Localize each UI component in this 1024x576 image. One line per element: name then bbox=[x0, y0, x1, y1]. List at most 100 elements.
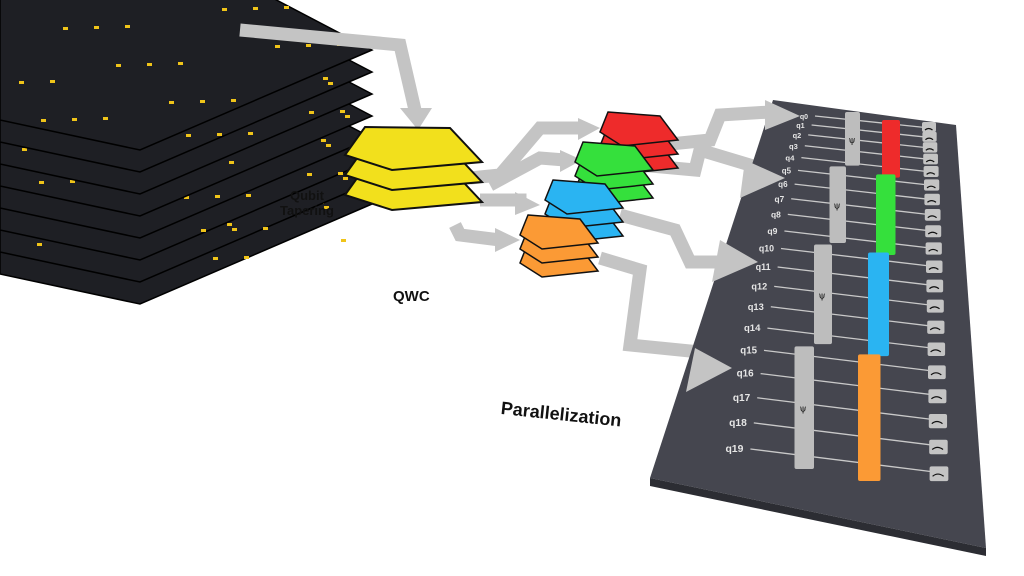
measurement-icon bbox=[931, 446, 944, 450]
psi-gate-label: ψ bbox=[799, 405, 806, 415]
psi-gate-label: ψ bbox=[848, 136, 855, 146]
qubit-dot bbox=[41, 119, 46, 122]
measurement-box bbox=[927, 320, 945, 334]
measurement-icon bbox=[928, 248, 939, 252]
arrow-qwc-1 bbox=[469, 121, 585, 185]
measurement-icon bbox=[925, 159, 935, 163]
qubit-dot bbox=[116, 64, 121, 67]
qubit-label: q6 bbox=[778, 180, 788, 189]
qubit-dot bbox=[227, 223, 232, 226]
qubit-label: q4 bbox=[785, 154, 795, 163]
qubit-label: q0 bbox=[800, 114, 808, 121]
qubit-dot bbox=[201, 229, 206, 232]
qubit-wire bbox=[804, 145, 932, 161]
qubit-label: q7 bbox=[775, 195, 785, 204]
psi-gate-label: ψ bbox=[818, 291, 825, 301]
qubit-wire bbox=[760, 372, 937, 396]
measurement-icon bbox=[925, 137, 934, 141]
qwc-layer-green bbox=[574, 141, 655, 177]
qubit-dot bbox=[125, 25, 130, 28]
measurement-icon bbox=[927, 199, 937, 203]
measurement-box bbox=[922, 142, 938, 153]
qubit-dot bbox=[169, 101, 174, 104]
qwc-layer-red bbox=[599, 111, 680, 147]
qubit-wire bbox=[763, 349, 937, 373]
arrow-head bbox=[578, 118, 600, 140]
qubit-dot bbox=[343, 177, 348, 180]
qubit-dot bbox=[213, 257, 218, 260]
measurement-icon bbox=[930, 349, 942, 353]
qubit-wire bbox=[797, 169, 933, 187]
qubit-dot bbox=[324, 206, 329, 209]
arrow-head-q0 bbox=[765, 100, 800, 130]
qubit-wire bbox=[770, 306, 936, 328]
tapering-line2: Tapering bbox=[280, 203, 334, 218]
qubit-label: q10 bbox=[759, 244, 774, 254]
qubit-dot bbox=[338, 172, 343, 175]
measurement-box bbox=[923, 166, 939, 177]
qubit-dot bbox=[248, 132, 253, 135]
state-prep-gate-red bbox=[845, 112, 860, 166]
qubit-tapering-label: Qubit Tapering bbox=[280, 188, 334, 218]
qubit-label: q5 bbox=[782, 166, 792, 175]
qubit-dot bbox=[22, 148, 27, 151]
qubit-wire bbox=[753, 422, 938, 447]
arrow-qwc-4 bbox=[449, 222, 501, 247]
qubit-wire bbox=[787, 213, 934, 232]
qubit-dot bbox=[200, 100, 205, 103]
state-prep-gate-green bbox=[829, 166, 846, 243]
qubit-dot bbox=[94, 26, 99, 29]
qubit-wire bbox=[767, 327, 936, 350]
measurement-icon bbox=[926, 185, 936, 189]
arrow-par-1 bbox=[659, 105, 771, 152]
measurement-box bbox=[924, 179, 940, 191]
qubit-dot bbox=[147, 63, 152, 66]
qubit-dot bbox=[246, 194, 251, 197]
qubit-dot bbox=[244, 256, 249, 259]
tapered-layer bbox=[343, 125, 485, 172]
qubit-label: q15 bbox=[740, 345, 757, 356]
qubit-dot bbox=[63, 27, 68, 30]
circuit-board-edge bbox=[650, 478, 986, 556]
qubit-dot bbox=[231, 99, 236, 102]
qubit-dot bbox=[103, 117, 108, 120]
measurement-basis-bar-green bbox=[876, 174, 896, 255]
qubit-label: q18 bbox=[729, 418, 747, 429]
arrow-to-tapering bbox=[239, 23, 422, 112]
measurement-basis-bar-orange bbox=[858, 354, 881, 481]
qubit-label: q3 bbox=[789, 142, 798, 151]
qubit-dot bbox=[340, 110, 345, 113]
qubit-wire bbox=[750, 448, 938, 474]
qubit-dot bbox=[309, 111, 314, 114]
qubit-label: q17 bbox=[733, 393, 751, 404]
qubit-label: q11 bbox=[756, 262, 771, 272]
qubit-dot bbox=[39, 181, 44, 184]
qubit-dot bbox=[19, 81, 24, 84]
arrow-head-q15 bbox=[686, 348, 732, 392]
qubit-dot bbox=[321, 139, 326, 142]
measurement-icon bbox=[927, 215, 937, 219]
qubit-dot bbox=[178, 62, 183, 65]
measurement-icon bbox=[929, 306, 940, 310]
measurement-box bbox=[927, 342, 946, 356]
measurement-box bbox=[922, 122, 936, 132]
measurement-icon bbox=[927, 231, 938, 235]
qubit-wire bbox=[774, 285, 935, 307]
qubit-dot bbox=[37, 243, 42, 246]
measurement-icon bbox=[926, 172, 936, 175]
qubit-label: q19 bbox=[725, 444, 743, 455]
qubit-dot bbox=[186, 134, 191, 137]
measurement-box bbox=[926, 299, 944, 313]
psi-gate-label: ψ bbox=[833, 202, 840, 212]
measurement-box bbox=[924, 193, 940, 206]
qubit-wire bbox=[777, 266, 935, 287]
qubit-dot bbox=[50, 80, 55, 83]
qwc-label: QWC bbox=[393, 288, 430, 305]
qubit-dot bbox=[341, 239, 346, 242]
measurement-icon bbox=[924, 127, 933, 131]
qwc-layer-orange bbox=[519, 214, 600, 250]
arrow-head-q5 bbox=[740, 160, 785, 198]
measurement-icon bbox=[930, 372, 942, 376]
